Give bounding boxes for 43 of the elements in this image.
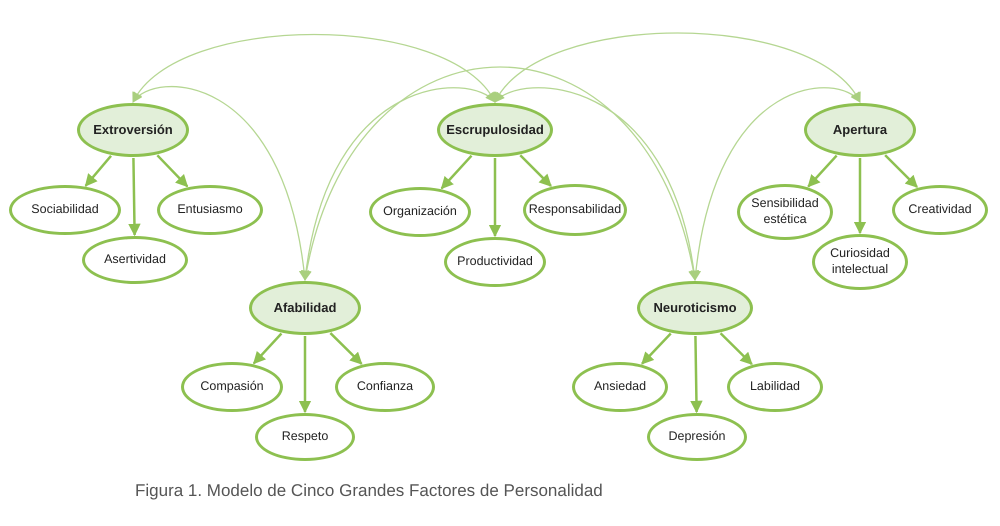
node-label: Sociabilidad — [30, 202, 100, 218]
node-label: Apertura — [832, 122, 888, 138]
node-label: Neuroticismo — [652, 300, 738, 316]
arrow — [252, 332, 282, 364]
node-label: Responsabilidad — [528, 202, 622, 218]
arrow — [156, 154, 188, 188]
arrow — [302, 66, 698, 281]
node-label: Productividad — [456, 254, 534, 270]
node-label: Compasión — [199, 379, 265, 395]
arrow — [884, 154, 918, 188]
node-label: Respeto — [280, 429, 330, 445]
arrow — [690, 336, 703, 414]
arrow — [854, 158, 866, 234]
arrow — [488, 158, 502, 238]
node-label: Extroversión — [92, 122, 174, 138]
caption: Figura 1. Modelo de Cinco Grandes Factores de Personalidad — [135, 480, 603, 502]
arrow — [132, 34, 496, 103]
node-label: Sensibilidad estética — [750, 196, 820, 228]
node-label: Creatividad — [907, 202, 973, 218]
arrow — [298, 336, 312, 414]
arrow — [84, 155, 112, 187]
arrow — [301, 87, 496, 282]
node-label: Organización — [382, 204, 458, 220]
node-label: Curiosidad intelectual — [829, 246, 891, 278]
node-label: Entusiasmo — [176, 202, 244, 218]
arrow — [641, 332, 672, 365]
arrow — [440, 154, 472, 190]
node-label: Confianza — [356, 379, 414, 395]
arrow — [128, 158, 141, 236]
arrow — [494, 87, 698, 282]
node-label: Afabilidad — [272, 300, 338, 316]
arrow — [691, 87, 861, 282]
arrow — [132, 86, 309, 282]
arrow — [720, 332, 753, 365]
node-label: Labilidad — [748, 379, 802, 395]
node-label: Escrupulosidad — [445, 122, 545, 138]
node-label: Ansiedad — [592, 379, 648, 395]
arrow — [494, 32, 861, 103]
arrow — [330, 332, 362, 365]
node-label: Asertividad — [103, 252, 167, 268]
node-label: Depresión — [668, 429, 726, 445]
arrow — [807, 154, 838, 188]
arrow — [519, 154, 552, 187]
